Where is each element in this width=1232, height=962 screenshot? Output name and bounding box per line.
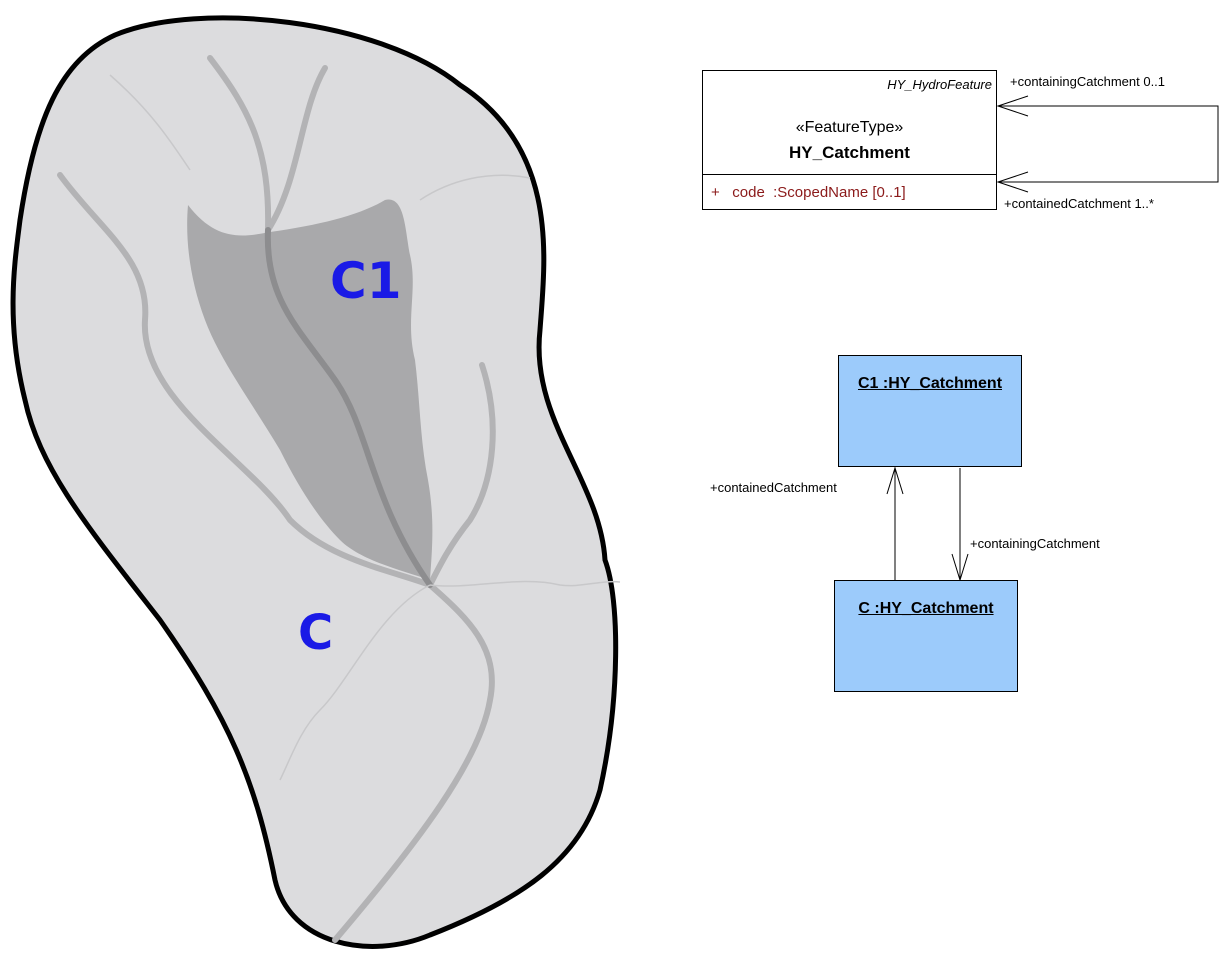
sub-divide-line-4 [109,74,191,171]
stream-top-right [265,65,328,233]
stream-top-left [207,55,272,233]
contained-link-arrowhead [886,466,904,495]
contained-arrowhead [996,171,1029,193]
outer-catchment-label: C [298,605,334,661]
instance-c1-label: C1 :HY_Catchment [857,375,1003,392]
sub-divide-line-2 [279,584,431,781]
stereotype-label: «FeatureType» [795,119,904,136]
containing-arrowhead [996,95,1029,117]
sub-divide-line [429,580,621,587]
stream-left [57,172,433,588]
self-association-line [998,105,1219,183]
hy-catchment-class-box[interactable]: HY_HydroFeature «FeatureType» HY_Catchme… [702,70,997,210]
instance-c-label: C :HY_Catchment [858,600,994,617]
stream-outlet [332,582,495,943]
catchment-map [10,15,621,949]
class-name-label: HY_Catchment [789,143,910,162]
inner-catchment-label: C1 [330,252,402,310]
containing-link-label: +containingCatchment [970,536,1100,551]
sub-divide-line-3 [419,174,531,201]
stream-main-channel [264,227,433,588]
instance-c1-box[interactable]: C1 :HY_Catchment [838,355,1022,467]
contained-role-label: +containedCatchment 1..* [1004,196,1154,211]
class-compartment-divider [703,174,996,175]
containing-role-label: +containingCatchment 0..1 [1010,74,1166,89]
stream-right [427,362,496,588]
instance-c-box[interactable]: C :HY_Catchment [834,580,1018,692]
parent-class-label: HY_HydroFeature [887,77,992,92]
attribute-code: + code :ScopedName [0..1] [711,184,906,201]
inner-catchment-area [187,199,433,581]
contained-link-label: +containedCatchment [710,480,837,495]
